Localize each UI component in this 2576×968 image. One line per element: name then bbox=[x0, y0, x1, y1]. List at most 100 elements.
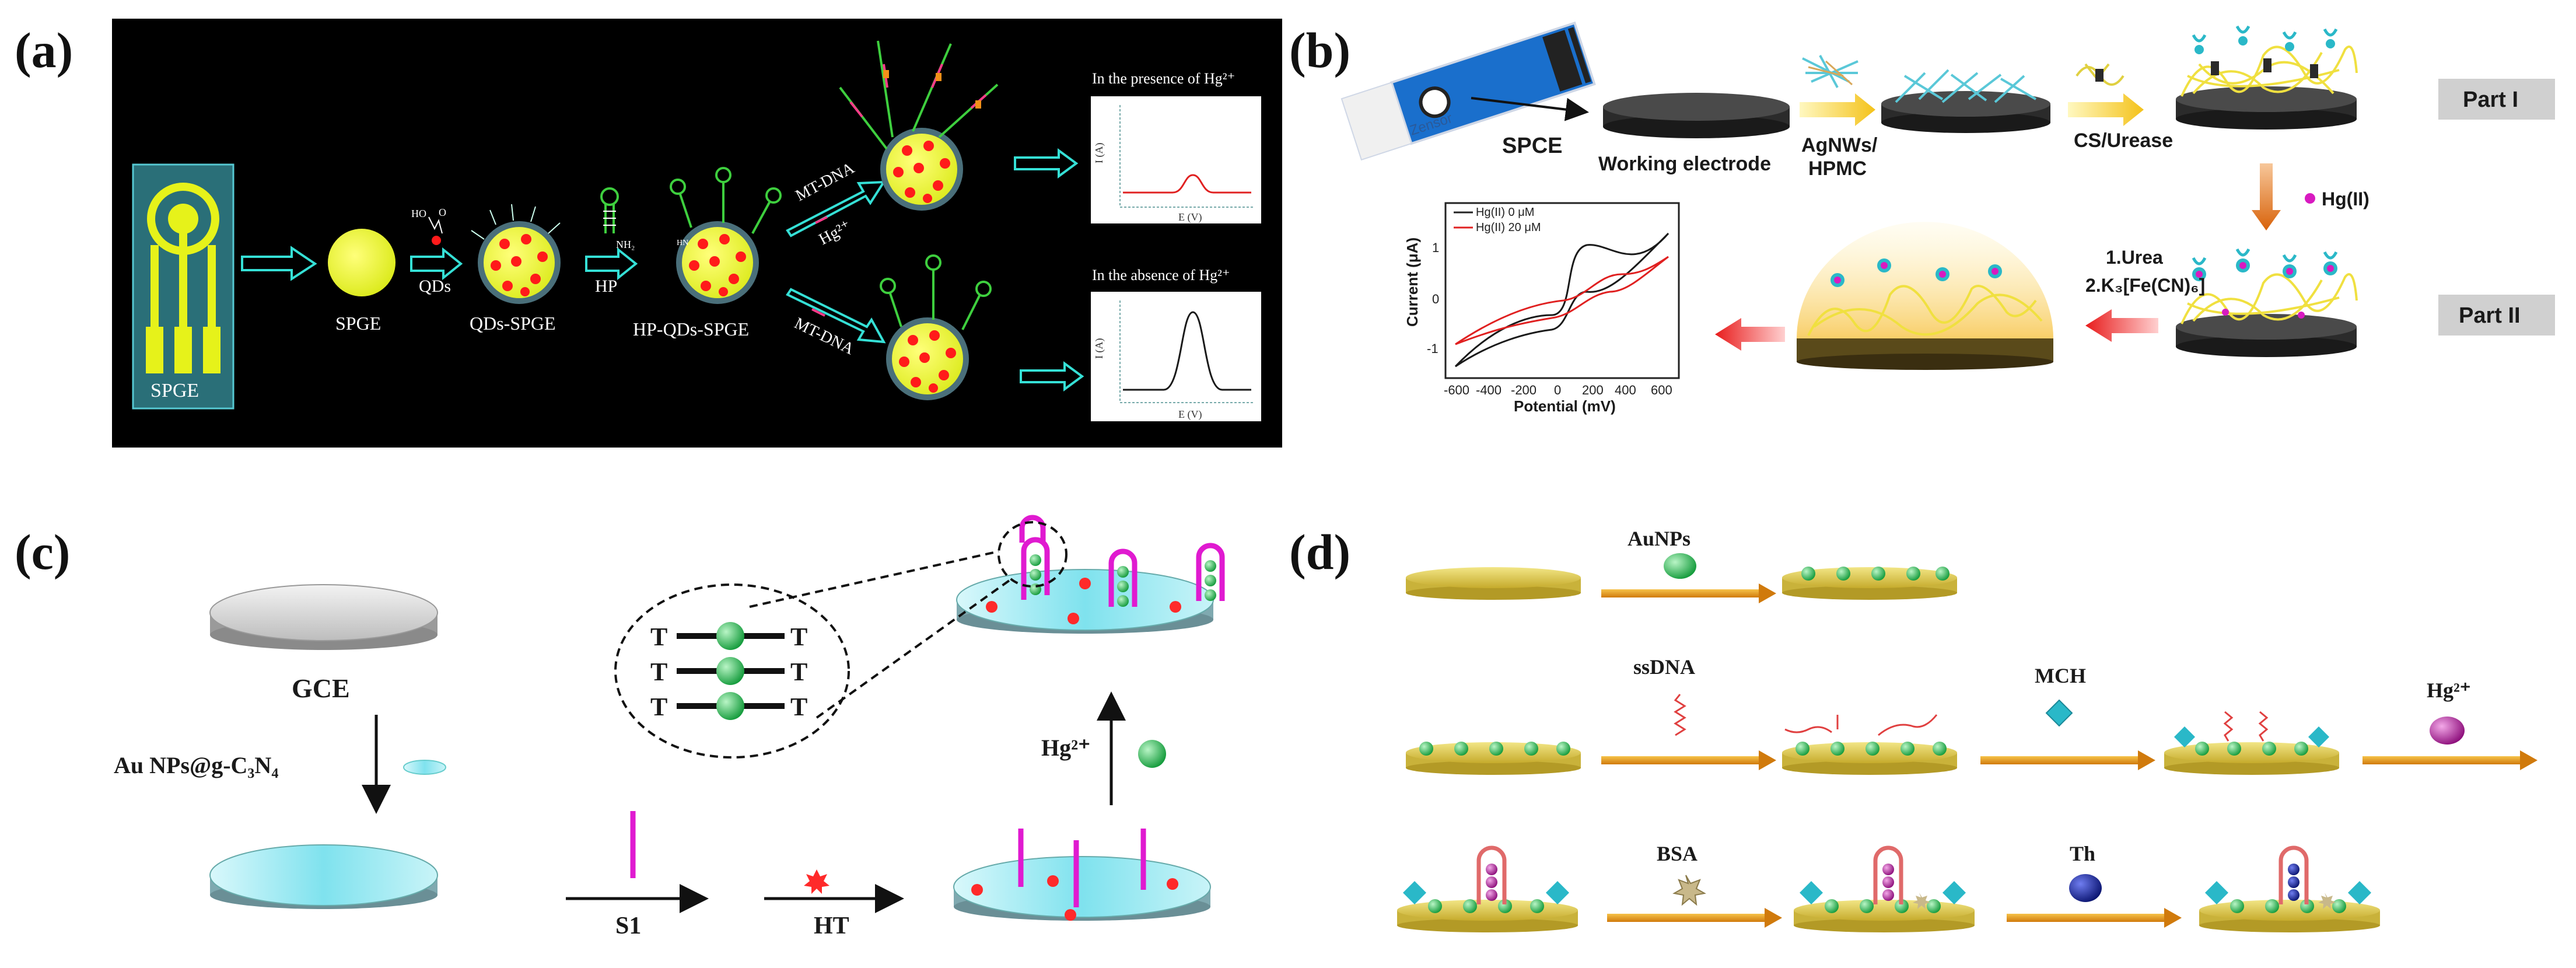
modifier-icon bbox=[403, 760, 446, 775]
presence-title: In the presence of Hg²⁺ bbox=[1092, 70, 1235, 87]
bsa-label: BSA bbox=[1657, 842, 1698, 865]
plot-hg-present: In the presence of Hg²⁺ I (A) E (V) bbox=[1091, 70, 1261, 223]
plot-hg-absent: In the absence of Hg²⁺ I (A) E (V) bbox=[1091, 267, 1261, 421]
gold-disk-r2-1 bbox=[1782, 714, 1957, 775]
cv-xtick-5: 400 bbox=[1615, 383, 1636, 397]
ssdna-icon bbox=[1674, 694, 1686, 736]
hp-reagent: NH₂ HP bbox=[595, 187, 635, 296]
cv-legend-1: Hg(II) 20 μM bbox=[1476, 221, 1541, 234]
sphere-hg-absent bbox=[880, 254, 992, 400]
panel-d: AuNPs ssDNA MCH bbox=[1397, 527, 2538, 932]
part1-label: Part I bbox=[2463, 88, 2518, 112]
arrow-a3 bbox=[585, 247, 638, 281]
hp-arrow-label: HP bbox=[595, 277, 617, 296]
red-arrow-b2 bbox=[1715, 318, 1785, 351]
bsa-icon bbox=[1672, 875, 1706, 906]
agnws-label-line2: HPMC bbox=[1808, 158, 1867, 180]
arrow-d-ssdna bbox=[1601, 756, 1759, 764]
panel-c: GCE Au NPs@g-C₃N₄ S1 HT bbox=[114, 515, 1225, 939]
gold-disk-r1-1 bbox=[1782, 567, 1957, 600]
absence-title: In the absence of Hg²⁺ bbox=[1092, 267, 1230, 284]
qds-arrow-label: QDs bbox=[419, 277, 451, 296]
gce-disk bbox=[209, 584, 438, 650]
arrow-a4-upper bbox=[786, 180, 886, 237]
cv-xtick-2: -200 bbox=[1511, 383, 1536, 397]
qd-particle bbox=[432, 236, 441, 245]
cv-plot: Hg(II) 0 μM Hg(II) 20 μM -600 -400 -200 … bbox=[1404, 202, 1680, 415]
cs-urease-label: CS/Urease bbox=[2074, 130, 2173, 152]
part2-label: Part II bbox=[2459, 303, 2521, 328]
absence-curve bbox=[1123, 311, 1251, 391]
part1-box bbox=[2438, 79, 2555, 120]
cv-ytick-0: 1 bbox=[1432, 240, 1439, 255]
panel-label-c: (c) bbox=[15, 524, 70, 580]
presence-curve bbox=[1123, 174, 1251, 194]
gold-disk-r2-0 bbox=[1406, 742, 1581, 775]
chem-o-label: O bbox=[439, 207, 446, 218]
t-letter-3: T bbox=[650, 658, 667, 686]
arrow-d-bsa bbox=[1607, 914, 1765, 922]
cv-curve-20um bbox=[1455, 256, 1669, 345]
cv-xtick-1: -400 bbox=[1476, 383, 1502, 397]
mt-dna-strand-lower bbox=[811, 308, 825, 317]
gold-disk-r1-0 bbox=[1406, 567, 1581, 600]
gold-disk-r3-2 bbox=[2199, 845, 2380, 932]
arrow-a2 bbox=[410, 247, 463, 281]
t-letter-2: T bbox=[790, 623, 807, 651]
arrow-a6 bbox=[1014, 148, 1079, 179]
t-hg-t-schematic: T T T T T T bbox=[650, 622, 807, 721]
cv-xtick-4: 200 bbox=[1582, 383, 1604, 397]
cyan-disk-3 bbox=[956, 515, 1225, 634]
arrow-d-th bbox=[2007, 914, 2164, 922]
spge-label: SPGE bbox=[335, 313, 381, 334]
spge-sphere bbox=[328, 229, 396, 296]
t-letter-6: T bbox=[790, 693, 807, 721]
spge-chip: SPGE bbox=[132, 163, 235, 410]
agnws-arrow bbox=[1800, 55, 1875, 126]
chem-nh2-label: NH₂ bbox=[616, 239, 635, 250]
part1-disk bbox=[2176, 25, 2358, 130]
hg-label-d: Hg²⁺ bbox=[2427, 679, 2471, 702]
th-label: Th bbox=[2070, 842, 2095, 865]
panel-label-a: (a) bbox=[15, 22, 73, 78]
mch-icon bbox=[2045, 699, 2073, 727]
chem-ho-label: HO bbox=[411, 208, 426, 219]
panel-a-arrows bbox=[241, 148, 1084, 392]
cs-urease-arrow bbox=[2068, 63, 2144, 126]
spce-label: SPCE bbox=[1502, 134, 1562, 158]
gold-disk-r3-1 bbox=[1794, 845, 1975, 932]
arrow-d-mch bbox=[1980, 756, 2138, 764]
spge-chip-label: SPGE bbox=[150, 380, 199, 401]
modifier-label: Au NPs@g-C₃N₄ bbox=[114, 752, 278, 778]
mch-label: MCH bbox=[2035, 664, 2086, 687]
aunps-icon bbox=[1664, 553, 1696, 579]
gold-disk-r2-2 bbox=[2164, 711, 2339, 775]
working-electrode-disk bbox=[1603, 93, 1790, 138]
arrow-d-aunps bbox=[1601, 589, 1759, 597]
red-arrow-b1 bbox=[2085, 309, 2158, 342]
panel-b: Zensor SPCE Working electrode AgNWs/ HPM… bbox=[1340, 21, 2555, 415]
gce-label: GCE bbox=[292, 673, 350, 703]
ht-icon bbox=[804, 869, 830, 894]
part2-box bbox=[2438, 295, 2555, 336]
working-electrode-label: Working electrode bbox=[1598, 153, 1771, 175]
agnws-label-line1: AgNWs/ bbox=[1801, 134, 1878, 156]
absence-xlabel: E (V) bbox=[1178, 408, 1202, 421]
hairpin-icon bbox=[600, 187, 619, 233]
down-arrow-b bbox=[2252, 163, 2281, 230]
hg-ball-icon-c bbox=[1138, 740, 1166, 768]
cv-xtick-6: 600 bbox=[1651, 383, 1672, 397]
t-letter-1: T bbox=[650, 623, 667, 651]
arrow-to-we bbox=[1471, 97, 1589, 121]
sphere-hg-present bbox=[839, 40, 999, 211]
arrow-a7 bbox=[1020, 361, 1084, 392]
hg-ball-icon-d bbox=[2430, 717, 2465, 745]
spce-strip bbox=[1340, 21, 1596, 161]
gold-disk-r3-0 bbox=[1397, 845, 1578, 932]
qds-spge-sphere: QDs-SPGE bbox=[470, 204, 561, 334]
ssdna-label: ssDNA bbox=[1633, 655, 1695, 679]
presence-xlabel: E (V) bbox=[1178, 211, 1202, 223]
panel-label-b: (b) bbox=[1289, 22, 1350, 78]
cv-xtick-0: -600 bbox=[1444, 383, 1469, 397]
hg-dot-icon bbox=[2305, 193, 2315, 204]
